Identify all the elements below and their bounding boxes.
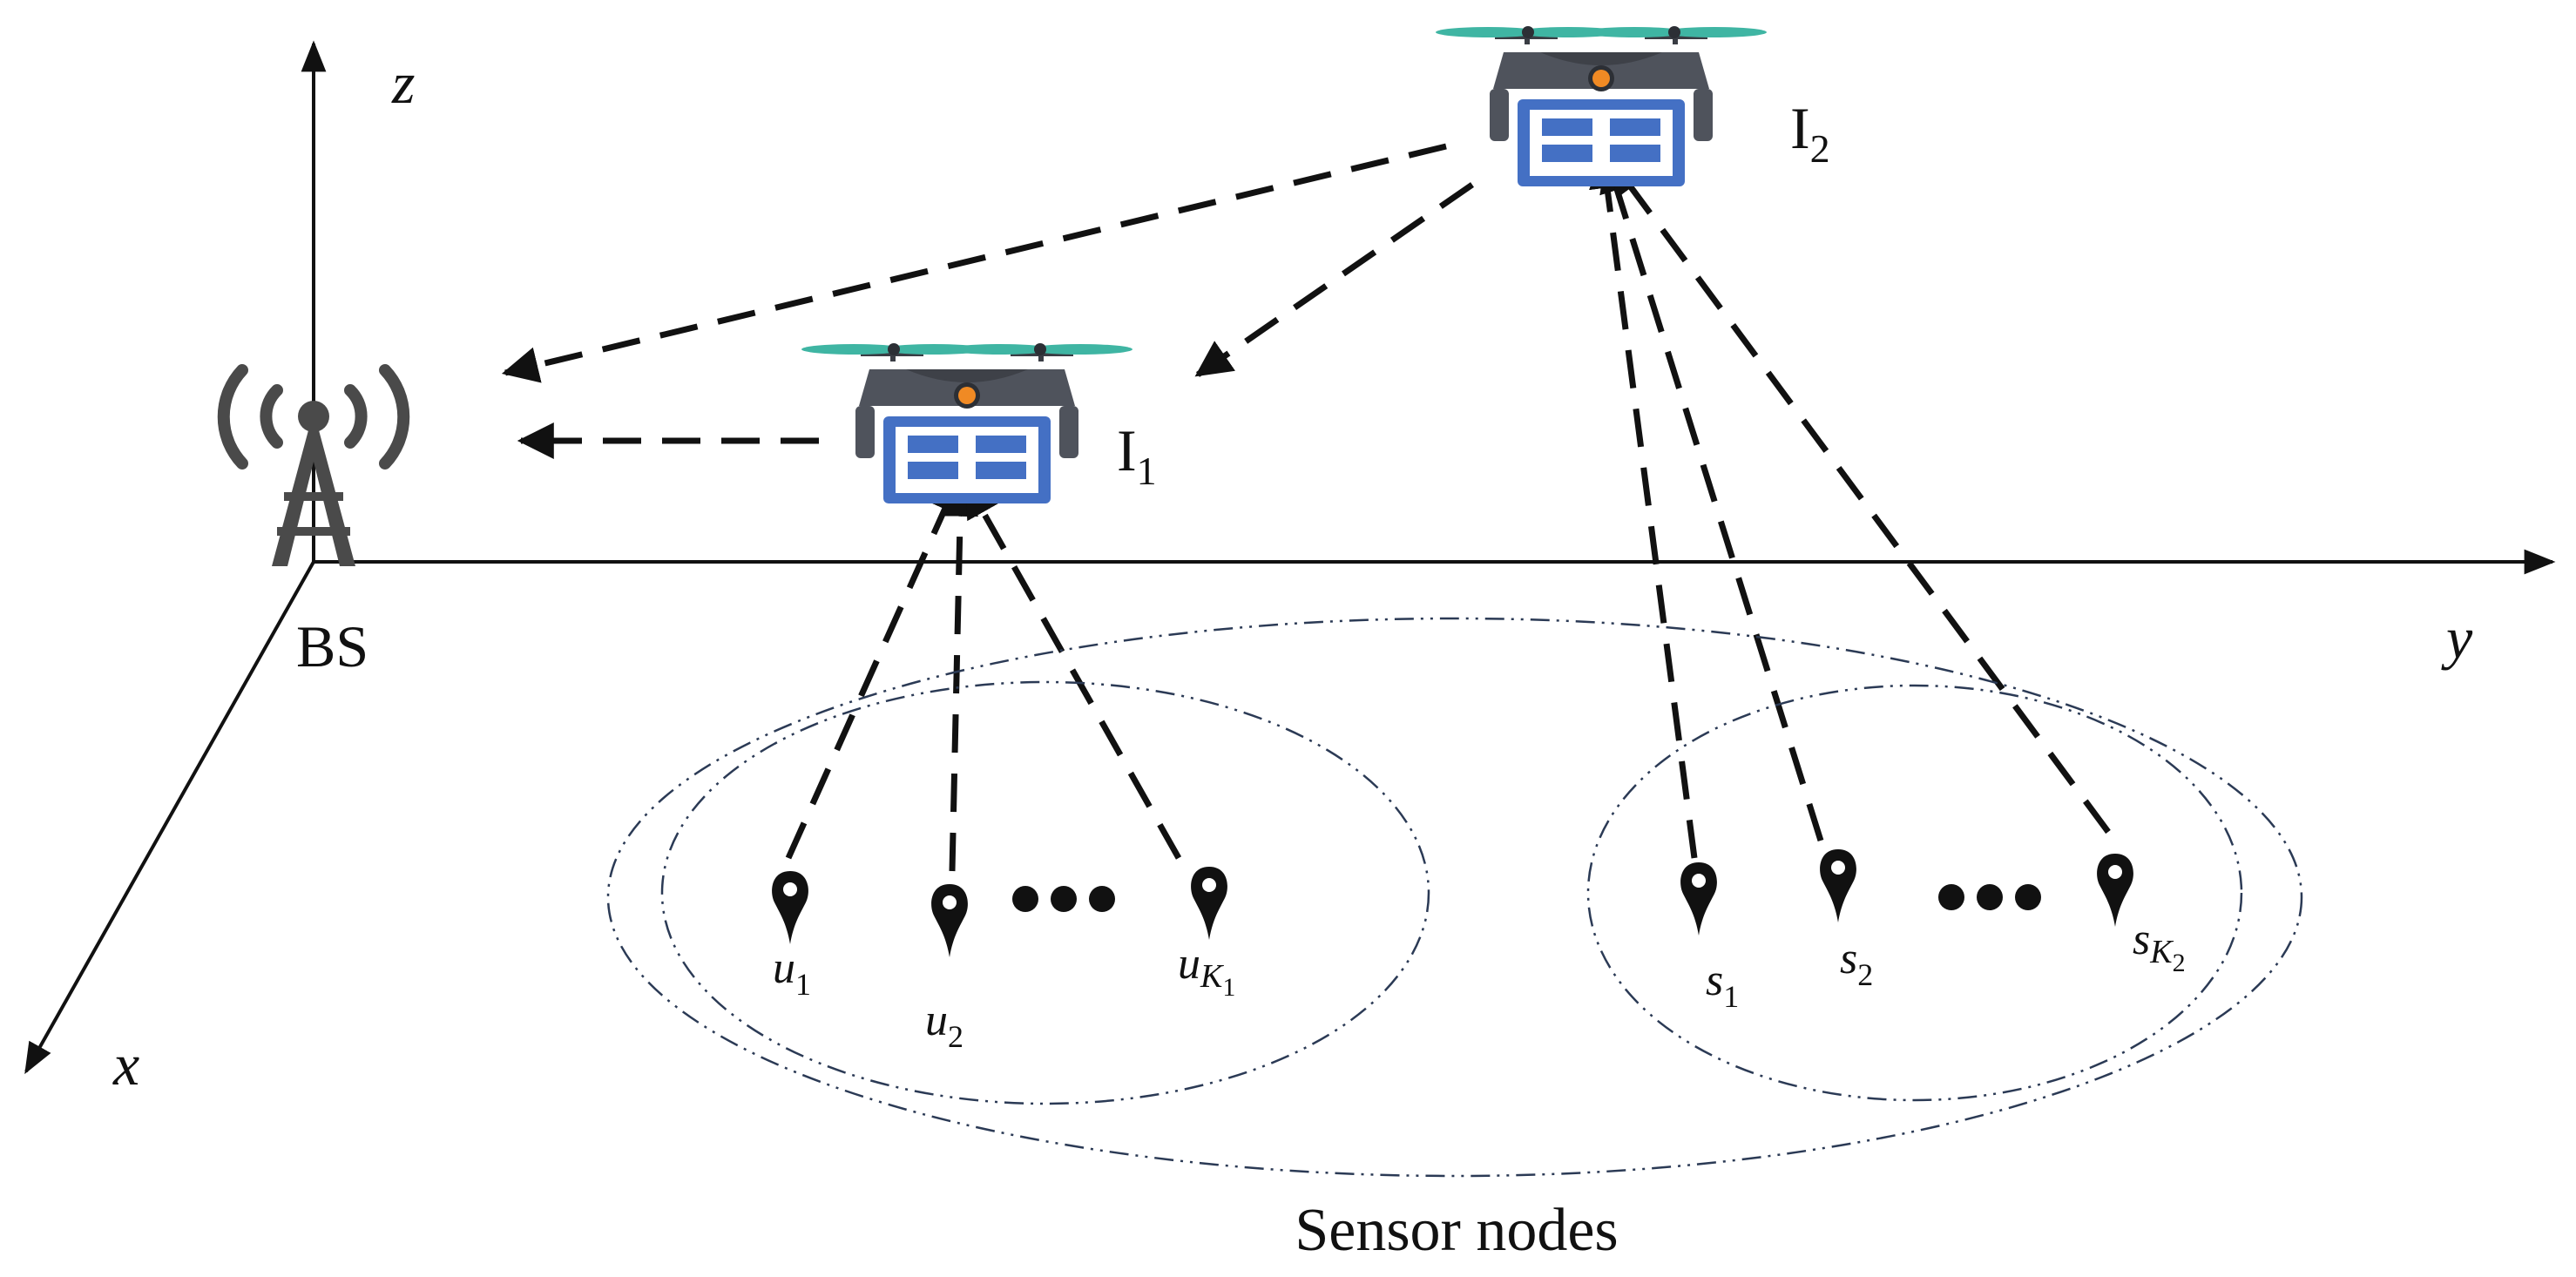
location-pin-icon: [931, 884, 968, 957]
x-axis: [24, 561, 315, 1075]
link-s1-i2: [1589, 151, 1698, 859]
link-i2-i1: [1194, 182, 1474, 377]
link-u2-i1: [942, 479, 979, 872]
cell-tower-icon: [217, 364, 410, 566]
link-s2-i2: [1599, 154, 1824, 842]
z-axis-label: z: [391, 50, 415, 116]
ellipsis-dots: [1012, 886, 1115, 912]
links: [501, 143, 2111, 872]
node-label-sk2: sK2: [2133, 915, 2186, 977]
uav-i2: I2: [1436, 26, 1830, 186]
uav-i1-label: I1: [1117, 417, 1157, 493]
location-pin-icon: [772, 871, 808, 944]
drone-icon: [1436, 26, 1767, 186]
location-pin-icon: [1820, 849, 1856, 922]
link-uk1-i1: [963, 480, 1182, 860]
drone-icon: [801, 343, 1132, 503]
base-station-label: BS: [296, 613, 368, 679]
uav-i1: I1: [801, 343, 1157, 503]
link-u1-i1: [785, 476, 962, 860]
node-label-uk1: uK1: [1178, 939, 1235, 1002]
node-label-s2: s2: [1840, 934, 1873, 992]
x-axis-label: x: [112, 1031, 139, 1098]
location-pin-icon: [2097, 854, 2133, 927]
node-label-u2: u2: [925, 996, 963, 1054]
outer-sensor-ellipse: [606, 617, 2303, 1178]
link-i2-bs: [501, 143, 1447, 383]
sensor-nodes-label: Sensor nodes: [1295, 1197, 1618, 1264]
axes: z y x: [24, 40, 2556, 1098]
node-label-s1: s1: [1706, 956, 1739, 1014]
node-label-u1: u1: [773, 943, 811, 1002]
uav-i2-label: I2: [1790, 95, 1830, 171]
s-cluster: s1 s2 sK2: [1680, 849, 2186, 1014]
u-cluster: u1 u2 uK1: [772, 867, 1235, 1054]
s-cluster-ellipse: [1586, 684, 2243, 1102]
link-sk2-i2: [1609, 158, 2111, 834]
y-axis-label: y: [2441, 605, 2473, 671]
ellipsis-dots: [1938, 884, 2041, 910]
u-cluster-ellipse: [660, 680, 1430, 1105]
location-pin-icon: [1191, 867, 1227, 940]
cluster-ellipses: [606, 617, 2303, 1178]
location-pin-icon: [1680, 862, 1717, 936]
